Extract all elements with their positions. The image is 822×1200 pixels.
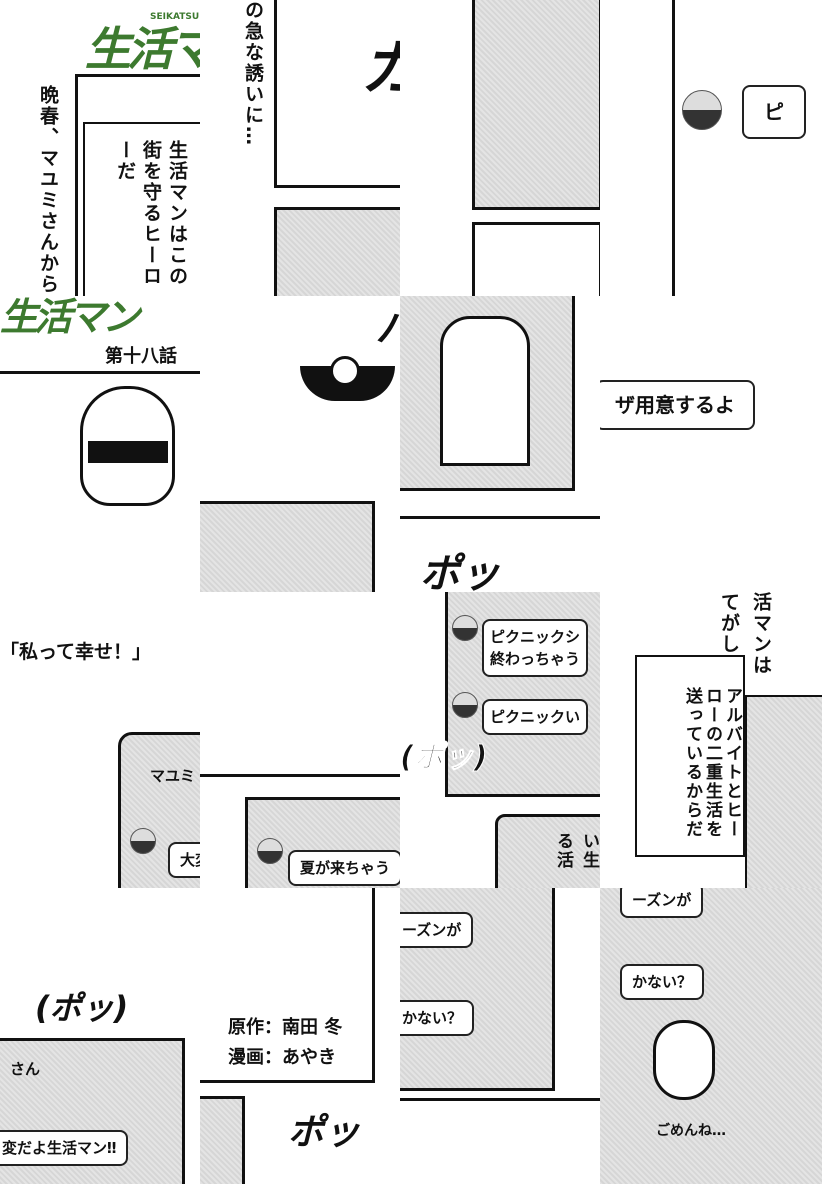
panel	[200, 592, 400, 777]
sfx-ha: ハ	[375, 296, 400, 354]
tile-title: SEIKATSU 生活マン 晩春、マユミさんから 生活マンはこの街を守るヒーロー…	[0, 0, 200, 296]
chat-bubble: かない？	[620, 964, 705, 1000]
phone	[495, 814, 600, 888]
panel	[472, 0, 600, 210]
sfx-pon: (ポッ)	[35, 989, 129, 1027]
sfx-pon: (ポッ)	[400, 740, 488, 776]
tile-chat-hendayo: (ポッ) さん 変だよ生活マン‼	[0, 888, 200, 1184]
sfx-pon: ポッ	[288, 1112, 361, 1153]
chat-header: さん	[10, 1060, 41, 1078]
chat-bubble: ザ用意するよ	[600, 380, 755, 430]
chat-text: い生る活	[553, 832, 599, 870]
panel	[672, 0, 822, 296]
tile-chat-prepare: ザ用意するよ	[600, 296, 822, 592]
logo: 生活マン	[85, 22, 200, 76]
panel	[200, 888, 375, 1083]
credit-original: 原作：南田 冬	[228, 1017, 343, 1038]
tile-chapter: 生活マン 第十八話	[0, 296, 200, 592]
panel	[200, 1096, 245, 1184]
tile-lying: 夏が来ちゃう	[200, 592, 400, 888]
avatar	[682, 90, 722, 130]
chat-bubble: ピクニックい	[482, 699, 589, 735]
avatar	[257, 838, 283, 864]
panel	[75, 74, 200, 296]
chat-header: マユミ	[150, 767, 196, 785]
tile-double-life: 活マンは てがしい アルバイトとヒーローの二重生活を送っているからだ	[600, 592, 822, 888]
narration-box	[83, 122, 200, 296]
avatar	[452, 692, 478, 718]
chat-bubble: ピ	[742, 85, 806, 139]
avatar	[452, 615, 478, 641]
tile-invite: の急な誘いに… カ	[200, 0, 400, 296]
chat-bubble: ーズンが	[400, 912, 474, 948]
belt-buckle	[330, 356, 360, 386]
tile-chat-pi: ピ	[600, 0, 822, 296]
avatar	[130, 828, 156, 854]
tile-happy: 「私って幸せ！」 マユミ 大変	[0, 592, 200, 888]
narration-double-life: アルバイトとヒーローの二重生活を送っているからだ	[682, 687, 742, 839]
tile-chat-picnic: ピクニックシ 終わっちゃう ピクニックい (ポッ) い生る活	[400, 592, 600, 888]
logo: 生活マン	[0, 296, 140, 339]
sfx-ka: カ	[360, 20, 400, 107]
chat-bubble: 大変	[168, 842, 200, 878]
chat-bubble: ーズンが	[620, 888, 704, 918]
panel	[274, 207, 400, 296]
panel	[400, 1098, 600, 1184]
crying-face	[653, 1020, 715, 1100]
tile-chat-season: ーズンが かない？	[400, 888, 600, 1184]
tile-bed	[400, 0, 600, 296]
panel	[200, 501, 375, 592]
sorry-text: ごめんね…	[656, 1123, 726, 1139]
panel	[400, 516, 600, 592]
tile-hero-back: ハ	[200, 296, 400, 592]
credit-art: 漫画：あやき	[228, 1047, 336, 1068]
tile-credits: 原作：南田 冬 漫画：あやき ポッ	[200, 888, 400, 1184]
hero-back	[440, 316, 530, 466]
logo-subtitle: SEIKATSU	[150, 12, 200, 22]
chat-bubble: 変だよ生活マン‼	[0, 1130, 129, 1166]
narration-box	[635, 655, 745, 857]
phone	[745, 695, 822, 888]
sunglasses	[88, 441, 168, 463]
tile-sitting: ポッ	[400, 296, 600, 592]
narration-happy: 「私って幸せ！」	[0, 641, 152, 663]
chat-bubble: かない？	[400, 1000, 475, 1036]
panel	[0, 371, 200, 592]
narration-hero: 生活マンはこの街を守るヒーローだ	[114, 140, 188, 287]
sfx-pon: ポッ	[420, 551, 500, 592]
narration-sudden-invite: の急な誘いに…	[242, 0, 264, 147]
chat-bubble: ピクニックシ 終わっちゃう	[482, 619, 589, 677]
panel	[472, 222, 600, 296]
narration-busy-a: 活マンは	[750, 592, 772, 676]
tile-sorry: ーズンが かない？ ごめんね…	[600, 888, 822, 1184]
panel	[274, 0, 400, 188]
chat-bubble: 夏が来ちゃう	[288, 850, 400, 886]
chapter-title: 第十八話	[105, 346, 177, 367]
narration-late-spring: 晩春、マユミさんから	[37, 85, 59, 295]
